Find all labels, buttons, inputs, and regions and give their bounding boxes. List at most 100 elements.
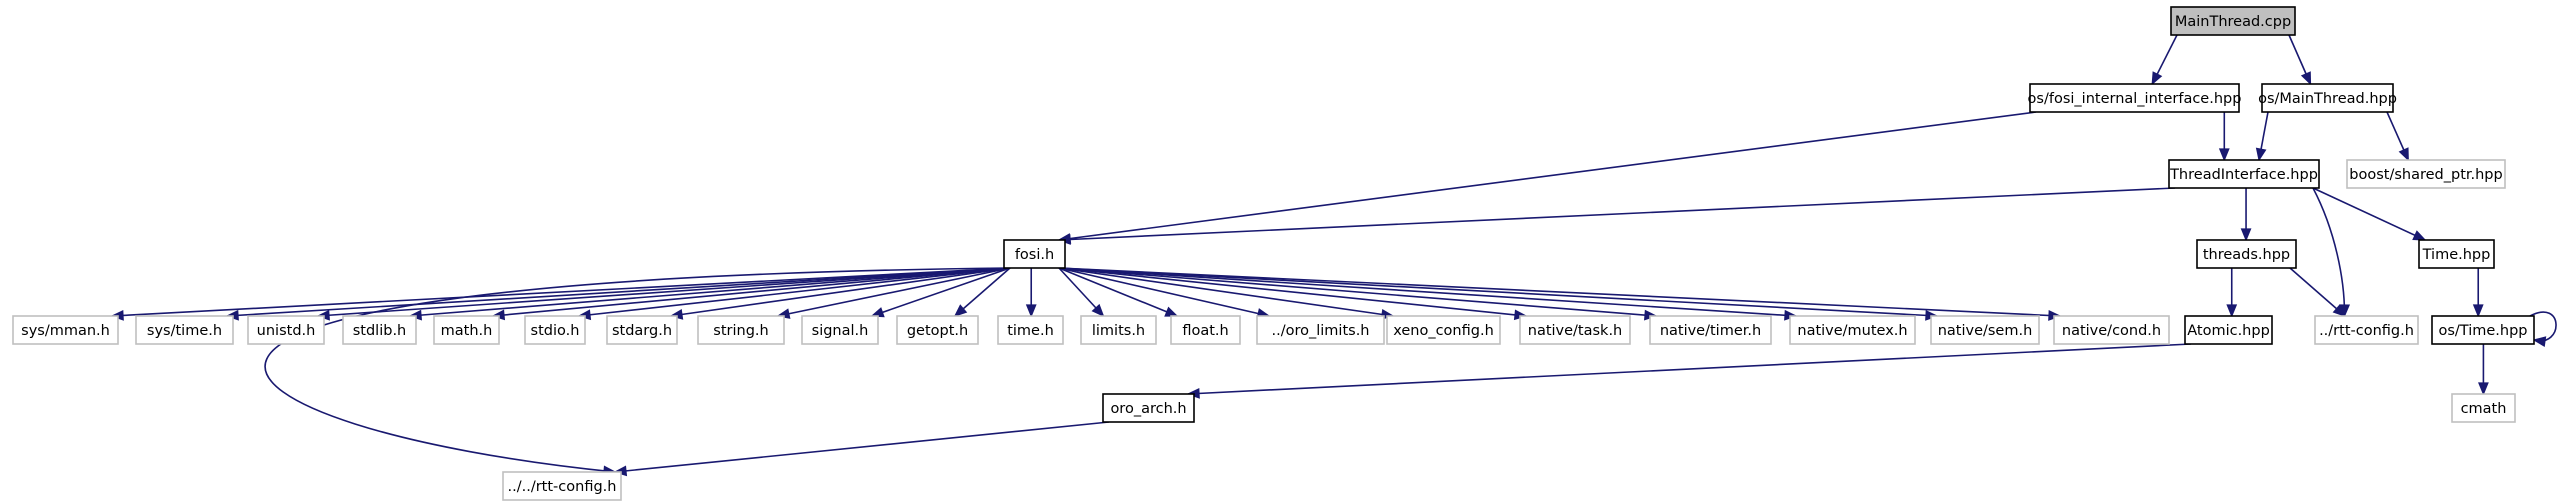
edge-fosi-to-getopt-line [954, 267, 1011, 317]
edge-threadiface-to-rtt-config-line [2312, 187, 2346, 317]
node-rtt-config-h-label: ../rtt-config.h [2319, 323, 2414, 339]
node-native-sem-h-box [1930, 315, 2040, 345]
node-sys-time-h[interactable]: sys/time.h [135, 315, 234, 345]
node-atomic-hpp-label: Atomic.hpp [2187, 323, 2270, 339]
node-oro-limits-h[interactable]: ../oro_limits.h [1256, 315, 1385, 345]
edge-threads-to-rtt-config-line [2289, 267, 2346, 317]
node-cmath[interactable]: cmath [2451, 393, 2516, 423]
edge-mainthread-hpp-to-boost-sp [2386, 111, 2410, 162]
edge-fosi-to-rtt-config2-line [264, 267, 1011, 473]
node-os-mainthread-hpp[interactable]: os/MainThread.hpp [2258, 83, 2397, 113]
node-native-timer-h[interactable]: native/timer.h [1649, 315, 1772, 345]
edge-threads-to-rtt-config-arrowhead [2332, 304, 2347, 318]
edge-threadiface-to-threads [2240, 188, 2252, 242]
node-os-mainthread-hpp-label: os/MainThread.hpp [2258, 91, 2397, 107]
node-sys-time-h-box [135, 315, 234, 345]
node-rtt-config-h-label: ../../rtt-config.h [508, 479, 617, 495]
edge-time-hpp-to-os-time [2472, 268, 2484, 318]
node-native-cond-h[interactable]: native/cond.h [2053, 315, 2170, 345]
edge-threadiface-to-time-hpp-line [2312, 187, 2426, 241]
node-rtt-config-h[interactable]: ../../rtt-config.h [502, 471, 622, 501]
edge-fosi-to-limits-arrowhead [1091, 303, 1105, 318]
node-boost-shared-ptr-hpp[interactable]: boost/shared_ptr.hpp [2346, 159, 2506, 189]
edge-mainthread-hpp-to-threadiface [2255, 111, 2269, 162]
node-os-time-hpp[interactable]: os/Time.hpp [2431, 315, 2535, 345]
nodes-layer: MainThread.cpp os/fosi_internal_interface… [12, 6, 2535, 501]
node-oro-limits-h-box [1256, 315, 1385, 345]
node-stdarg-h-box [606, 315, 678, 345]
node-time-h-label: time.h [1007, 323, 1054, 339]
edge-fosi-to-float-line [1058, 267, 1178, 317]
edge-mainthread-hpp-to-boost-sp-arrowhead [2398, 147, 2409, 162]
node-stdlib-h-box [342, 315, 417, 345]
node-mainthread-cpp-label: MainThread.cpp [2175, 14, 2291, 30]
edge-fosi-iface-to-fosi-line [1058, 111, 2037, 241]
edge-threadiface-to-fosi-line [1058, 187, 2176, 241]
node-native-timer-h-label: native/timer.h [1660, 323, 1761, 339]
node-stdarg-h[interactable]: stdarg.h [606, 315, 678, 345]
edge-fosi-iface-to-threadiface [2218, 112, 2230, 162]
node-time-hpp[interactable]: Time.hpp [2418, 239, 2495, 269]
node-boost-shared-ptr-hpp-box [2346, 159, 2506, 189]
node-xeno-config-h-label: xeno_config.h [1393, 323, 1494, 339]
node-float-h[interactable]: float.h [1170, 315, 1241, 345]
node-string-h[interactable]: string.h [697, 315, 785, 345]
node-math-h[interactable]: math.h [433, 315, 500, 345]
node-signal-h[interactable]: signal.h [801, 315, 879, 345]
node-time-hpp-box [2418, 239, 2495, 269]
edge-fosi-to-native-sem-line [1058, 267, 1938, 317]
node-os-mainthread-hpp-box [2261, 83, 2394, 113]
edge-main-to-fosi-iface-arrowhead [2151, 71, 2163, 86]
node-os-fosi-internal-interface-hpp-box [2029, 83, 2240, 113]
edge-fosi-to-xeno-config-line [1058, 267, 1394, 317]
node-float-h-box [1170, 315, 1241, 345]
edge-fosi-to-limits [1058, 267, 1105, 318]
node-atomic-hpp[interactable]: Atomic.hpp [2184, 315, 2273, 345]
node-signal-h-box [801, 315, 879, 345]
edge-os-time-to-os-time [2529, 311, 2557, 347]
node-stdio-h[interactable]: stdio.h [524, 315, 586, 345]
node-stdio-h-box [524, 315, 586, 345]
node-threads-hpp-label: threads.hpp [2203, 247, 2290, 263]
node-xeno-config-h[interactable]: xeno_config.h [1386, 315, 1501, 345]
node-os-fosi-internal-interface-hpp[interactable]: os/fosi_internal_interface.hpp [2028, 83, 2242, 113]
node-threads-hpp[interactable]: threads.hpp [2196, 239, 2297, 269]
node-rtt-config-h[interactable]: ../rtt-config.h [2314, 315, 2419, 345]
node-getopt-h[interactable]: getopt.h [896, 315, 979, 345]
node-time-h[interactable]: time.h [997, 315, 1064, 345]
node-native-mutex-h[interactable]: native/mutex.h [1789, 315, 1916, 345]
node-os-time-hpp-label: os/Time.hpp [2438, 323, 2527, 339]
node-native-task-h[interactable]: native/task.h [1519, 315, 1631, 345]
edge-fosi-to-stdarg-line [670, 267, 1011, 317]
node-getopt-h-label: getopt.h [907, 323, 968, 339]
node-math-h-box [433, 315, 500, 345]
edge-main-to-mainthread-hpp [2288, 34, 2312, 86]
node-sys-mman-h-label: sys/mman.h [21, 323, 110, 339]
node-limits-h[interactable]: limits.h [1080, 315, 1157, 345]
edge-fosi-to-native-task-line [1058, 267, 1527, 317]
node-threads-hpp-box [2196, 239, 2297, 269]
edge-fosi-to-stdio-line [578, 267, 1011, 317]
edge-atomic-to-oro-arch-line [1187, 343, 2192, 395]
node-mainthread-cpp[interactable]: MainThread.cpp [2170, 6, 2296, 36]
edge-fosi-to-stdlib-line [409, 267, 1011, 317]
node-native-sem-h[interactable]: native/sem.h [1930, 315, 2040, 345]
node-stdlib-h[interactable]: stdlib.h [342, 315, 417, 345]
node-threadinterface-hpp-box [2168, 159, 2320, 189]
node-sys-mman-h[interactable]: sys/mman.h [12, 315, 119, 345]
node-oro-arch-h[interactable]: oro_arch.h [1102, 393, 1195, 423]
node-sys-mman-h-box [12, 315, 119, 345]
node-fosi-h[interactable]: fosi.h [1003, 239, 1066, 269]
edge-fosi-to-signal-line [871, 267, 1011, 317]
edge-time-hpp-to-os-time-arrowhead [2472, 304, 2484, 318]
node-os-fosi-internal-interface-hpp-label: os/fosi_internal_interface.hpp [2028, 91, 2242, 107]
node-cmath-box [2451, 393, 2516, 423]
node-fosi-h-box [1003, 239, 1066, 269]
node-string-h-label: string.h [713, 323, 768, 339]
edge-fosi-to-oro-limits-line [1058, 267, 1270, 317]
node-signal-h-label: signal.h [812, 323, 869, 339]
node-threadinterface-hpp[interactable]: ThreadInterface.hpp [2168, 159, 2320, 189]
node-oro-arch-h-label: oro_arch.h [1110, 401, 1186, 417]
node-unistd-h[interactable]: unistd.h [247, 315, 325, 345]
